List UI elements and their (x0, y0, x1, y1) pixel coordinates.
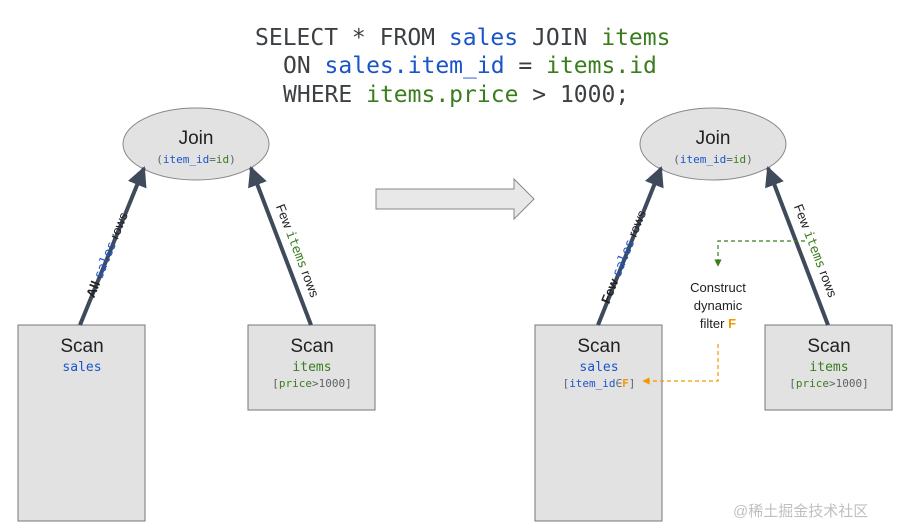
sql-condition: > 1000; (518, 82, 630, 108)
sql-table-items: items (601, 25, 671, 51)
left-join-label: Join (item_id=id) (126, 128, 266, 166)
filter-column: item_id (569, 377, 616, 390)
note-line: Construct (690, 280, 746, 295)
right-sales-to-join-arrow (596, 166, 664, 326)
filter-bracket: ] (628, 377, 636, 390)
sql-operator: = (504, 53, 547, 79)
join-cond-eq: = (209, 153, 216, 166)
scan-table: sales (62, 360, 102, 375)
cond-bracket: [ (789, 377, 796, 390)
join-condition: (item_id=id) (156, 153, 236, 166)
note-text: filter (699, 316, 725, 331)
left-items-scan-label: Scan items [price>1000] (248, 336, 376, 390)
scan-condition: [price>1000] (765, 377, 893, 390)
filter-name: F (622, 377, 629, 390)
join-title: Join (695, 128, 731, 149)
join-cond-right: id (215, 153, 230, 166)
right-join-node (639, 107, 787, 181)
join-cond-left: item_id (679, 153, 727, 166)
join-cond-left: item_id (162, 153, 210, 166)
sql-line-2: ON sales.item_id = items.id (283, 53, 657, 79)
note-line: filter F (663, 315, 773, 333)
sql-line-1: SELECT * FROM sales JOIN items (255, 25, 670, 51)
sql-column: items.price (366, 82, 519, 108)
join-cond-eq: = (726, 153, 733, 166)
scan-table: sales (579, 360, 619, 375)
right-join-label: Join (item_id=id) (643, 128, 783, 166)
sql-keyword: ON (283, 53, 325, 79)
join-title: Join (178, 128, 214, 149)
left-items-scan-box (247, 324, 376, 411)
join-condition: (item_id=id) (673, 153, 753, 166)
sql-column: sales.item_id (324, 53, 505, 79)
sql-keyword: WHERE (283, 82, 367, 108)
join-cond-right: id (732, 153, 747, 166)
cond-bracket: [ (272, 377, 279, 390)
scan-title: Scan (60, 336, 104, 357)
right-items-scan-box (764, 324, 893, 411)
scan-table: items (292, 360, 332, 375)
scan-filter: [item_id∈F] (535, 377, 663, 390)
filter-in-symbol: ∈ (615, 377, 623, 390)
sql-keyword: SELECT * FROM (255, 25, 449, 51)
scan-title: Scan (577, 336, 621, 357)
left-items-to-join-arrow (248, 166, 313, 326)
filter-bracket: [ (562, 377, 570, 390)
right-sales-scan-label: Scan sales [item_id∈F] (535, 336, 663, 390)
apply-filter-dashed-arrow (642, 344, 719, 385)
right-sales-scan-box (534, 324, 663, 522)
sql-keyword: JOIN (518, 25, 602, 51)
construct-filter-note: Construct dynamic filter F (663, 279, 773, 333)
left-join-node (122, 107, 270, 181)
cond-column: price (795, 377, 829, 390)
cond-rest: >1000] (829, 377, 869, 390)
cond-column: price (278, 377, 312, 390)
right-items-to-join-arrow (765, 166, 830, 326)
left-sales-to-join-arrow (78, 166, 147, 326)
sql-column: items.id (546, 53, 657, 79)
scan-title: Scan (807, 336, 851, 357)
left-sales-scan-label: Scan sales (18, 336, 146, 375)
cond-rest: >1000] (312, 377, 352, 390)
build-filter-dashed-arrow (714, 240, 805, 267)
scan-table: items (809, 360, 849, 375)
right-items-scan-label: Scan items [price>1000] (765, 336, 893, 390)
scan-condition: [price>1000] (248, 377, 376, 390)
sql-table-sales: sales (448, 25, 519, 51)
scan-title: Scan (290, 336, 334, 357)
sql-line-3: WHERE items.price > 1000; (283, 82, 629, 108)
filter-name: F (728, 316, 737, 331)
transform-arrow (375, 177, 535, 221)
note-line: dynamic (693, 298, 743, 313)
watermark: @稀土掘金技术社区 (733, 503, 869, 520)
